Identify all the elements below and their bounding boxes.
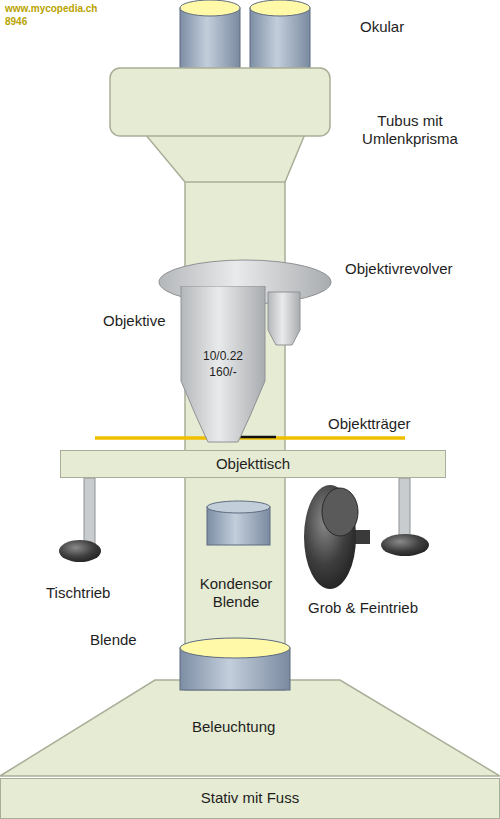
stage-bar: Objekttisch <box>60 450 446 478</box>
objective-spec: 10/0.22 160/- <box>193 348 253 380</box>
part-label: Beleuchtung <box>192 718 275 736</box>
watermark: 8946 <box>5 16 27 27</box>
part-label: Okular <box>360 18 404 36</box>
watermark: www.mycopedia.ch <box>5 3 97 14</box>
part-label: Objektträger <box>328 415 411 433</box>
part-name: Objekttisch <box>61 455 445 473</box>
part-name: Stativ mit Fuss <box>1 789 499 807</box>
part-label: Grob & Feintrieb <box>308 599 418 617</box>
part-label: Blende <box>90 631 137 649</box>
part-label: Tubus mit Umlenkprisma <box>350 112 470 148</box>
part-label: Objektivrevolver <box>345 260 453 278</box>
objective: 10/0.22 160/- <box>180 286 266 444</box>
base-band: Stativ mit Fuss <box>0 778 500 819</box>
part-label: Kondensor Blende <box>190 575 282 611</box>
part-label: Objektive <box>103 312 166 330</box>
part-label: Tischtrieb <box>46 584 110 602</box>
